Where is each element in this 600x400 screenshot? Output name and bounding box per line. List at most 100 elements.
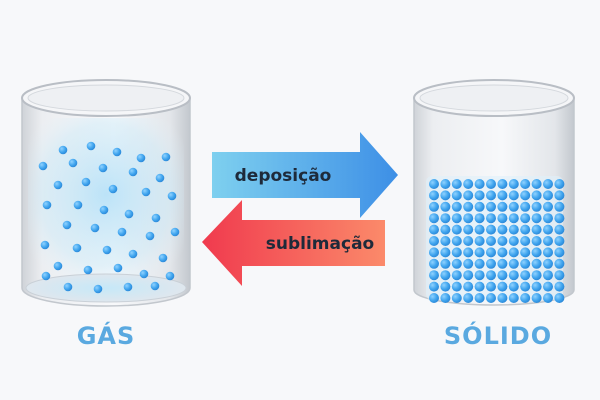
particle xyxy=(451,213,462,224)
particle xyxy=(429,201,439,212)
particle xyxy=(167,191,177,201)
particle xyxy=(42,200,52,210)
particle xyxy=(554,201,565,212)
particle xyxy=(508,281,519,292)
particle xyxy=(543,201,553,212)
particle xyxy=(90,223,100,233)
particle xyxy=(474,258,485,269)
particle xyxy=(151,213,161,223)
particle xyxy=(474,179,485,189)
particle xyxy=(83,265,93,275)
particle xyxy=(53,180,63,190)
particle xyxy=(497,213,508,224)
particle xyxy=(531,270,542,281)
particle xyxy=(531,258,542,269)
particle xyxy=(429,258,439,269)
particle xyxy=(554,247,565,258)
particle xyxy=(53,261,63,271)
particle xyxy=(486,281,496,292)
particle xyxy=(440,281,451,292)
particle xyxy=(463,224,474,235)
particle xyxy=(429,179,439,189)
particle xyxy=(112,147,122,157)
particle xyxy=(508,258,519,269)
particle xyxy=(497,236,508,246)
particle xyxy=(474,213,485,224)
particle xyxy=(463,293,474,303)
particle xyxy=(497,201,508,212)
particle xyxy=(531,179,542,189)
particle xyxy=(543,258,553,269)
particle xyxy=(543,293,553,303)
particle xyxy=(486,236,496,246)
particle xyxy=(474,293,485,303)
particle xyxy=(429,224,439,235)
particle xyxy=(531,213,542,224)
particle xyxy=(497,270,508,281)
particle xyxy=(136,153,146,163)
solid-particles xyxy=(429,179,565,303)
arrow-left-icon xyxy=(202,200,385,286)
particle xyxy=(73,200,83,210)
particle xyxy=(463,247,474,258)
particle xyxy=(486,224,496,235)
particle xyxy=(474,247,485,258)
particle xyxy=(429,281,439,292)
particle xyxy=(520,190,531,201)
particle xyxy=(520,236,531,246)
particle xyxy=(486,201,496,212)
sublimation-label: sublimação xyxy=(266,234,374,254)
particle xyxy=(429,293,439,303)
particle xyxy=(531,247,542,258)
particle xyxy=(451,247,462,258)
arrow-right-icon xyxy=(212,132,398,218)
particle xyxy=(62,220,72,230)
particle xyxy=(429,247,439,258)
particle xyxy=(463,190,474,201)
particle xyxy=(141,187,151,197)
particle xyxy=(463,201,474,212)
particle xyxy=(161,152,171,162)
particle xyxy=(429,270,439,281)
particle xyxy=(86,141,96,151)
particle xyxy=(497,179,508,189)
particle xyxy=(531,281,542,292)
particle xyxy=(440,258,451,269)
particle xyxy=(440,224,451,235)
particle xyxy=(440,179,451,189)
particle xyxy=(554,281,565,292)
particle xyxy=(508,213,519,224)
particle xyxy=(463,179,474,189)
particle xyxy=(486,179,496,189)
particle xyxy=(543,179,553,189)
particle xyxy=(124,209,134,219)
particle xyxy=(463,270,474,281)
gas-label: GÁS xyxy=(76,322,136,350)
particle xyxy=(451,224,462,235)
particle xyxy=(486,258,496,269)
particle xyxy=(543,281,553,292)
particle xyxy=(451,293,462,303)
particle xyxy=(497,281,508,292)
particle xyxy=(474,190,485,201)
particle xyxy=(474,224,485,235)
particle xyxy=(508,224,519,235)
particle xyxy=(543,213,553,224)
particle xyxy=(463,236,474,246)
particle xyxy=(108,184,118,194)
particle xyxy=(40,240,50,250)
particle xyxy=(474,201,485,212)
particle xyxy=(463,281,474,292)
particle xyxy=(474,236,485,246)
particle xyxy=(463,258,474,269)
particle xyxy=(451,258,462,269)
particle xyxy=(128,167,138,177)
particle xyxy=(508,247,519,258)
particle xyxy=(113,263,123,273)
particle xyxy=(451,190,462,201)
particle xyxy=(451,179,462,189)
particle xyxy=(554,179,565,189)
particle xyxy=(486,293,496,303)
particle xyxy=(440,270,451,281)
